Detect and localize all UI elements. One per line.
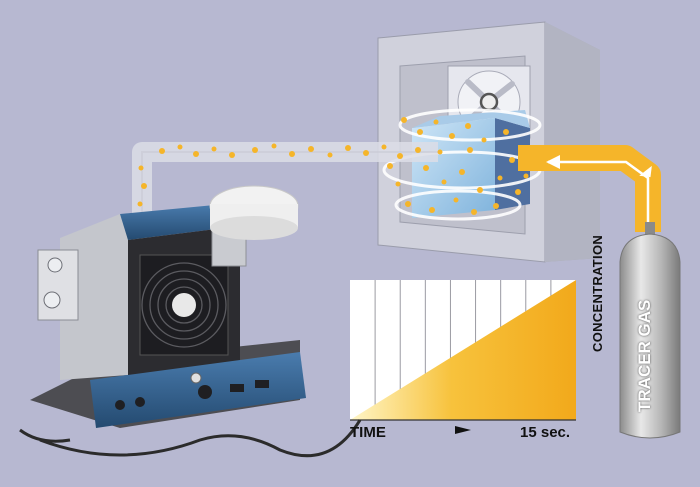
chamber-fan-icon <box>447 65 531 139</box>
time-arrow-icon <box>455 426 471 434</box>
chart-x-axis-label: TIME <box>350 424 386 441</box>
cylinder-label: TRACER GAS <box>635 299 654 412</box>
sampling-tube <box>132 142 438 225</box>
gas-particles <box>137 117 529 215</box>
chart-y-axis-label: CONCENTRATION <box>590 234 605 352</box>
sample-cube <box>412 110 530 218</box>
concentration-area <box>350 280 576 420</box>
chart-x-end-label: 15 sec. <box>520 424 571 441</box>
leak-detector-device <box>19 185 362 458</box>
concentration-chart <box>350 280 576 421</box>
gas-feed-pipe <box>518 145 661 232</box>
tracer-gas-cylinder <box>619 222 681 439</box>
